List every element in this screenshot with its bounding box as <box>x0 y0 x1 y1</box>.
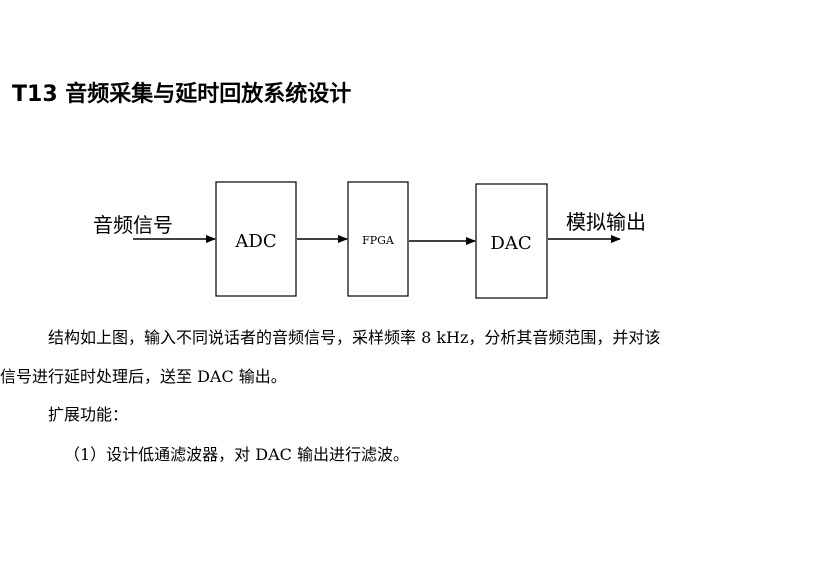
dac-label: DAC <box>490 233 531 254</box>
body-paragraph-line2: 信号进行延时处理后，送至 DAC 输出。 <box>0 367 287 386</box>
body-paragraph-line1: 结构如上图，输入不同说话者的音频信号，采样频率 8 kHz，分析其音频范围，并对… <box>48 328 661 347</box>
fpga-label: FPGA <box>362 234 395 247</box>
output-label: 模拟输出 <box>566 210 646 234</box>
page-title: T13 音频采集与延时回放系统设计 <box>12 82 352 107</box>
dac-block <box>475 183 548 299</box>
fpga-block <box>347 181 409 297</box>
input-label: 音频信号 <box>93 213 173 237</box>
extension-heading: 扩展功能： <box>48 405 129 424</box>
extension-item-1: （1）设计低通滤波器，对 DAC 输出进行滤波。 <box>64 445 409 464</box>
adc-block <box>215 181 297 297</box>
adc-label: ADC <box>234 231 276 252</box>
